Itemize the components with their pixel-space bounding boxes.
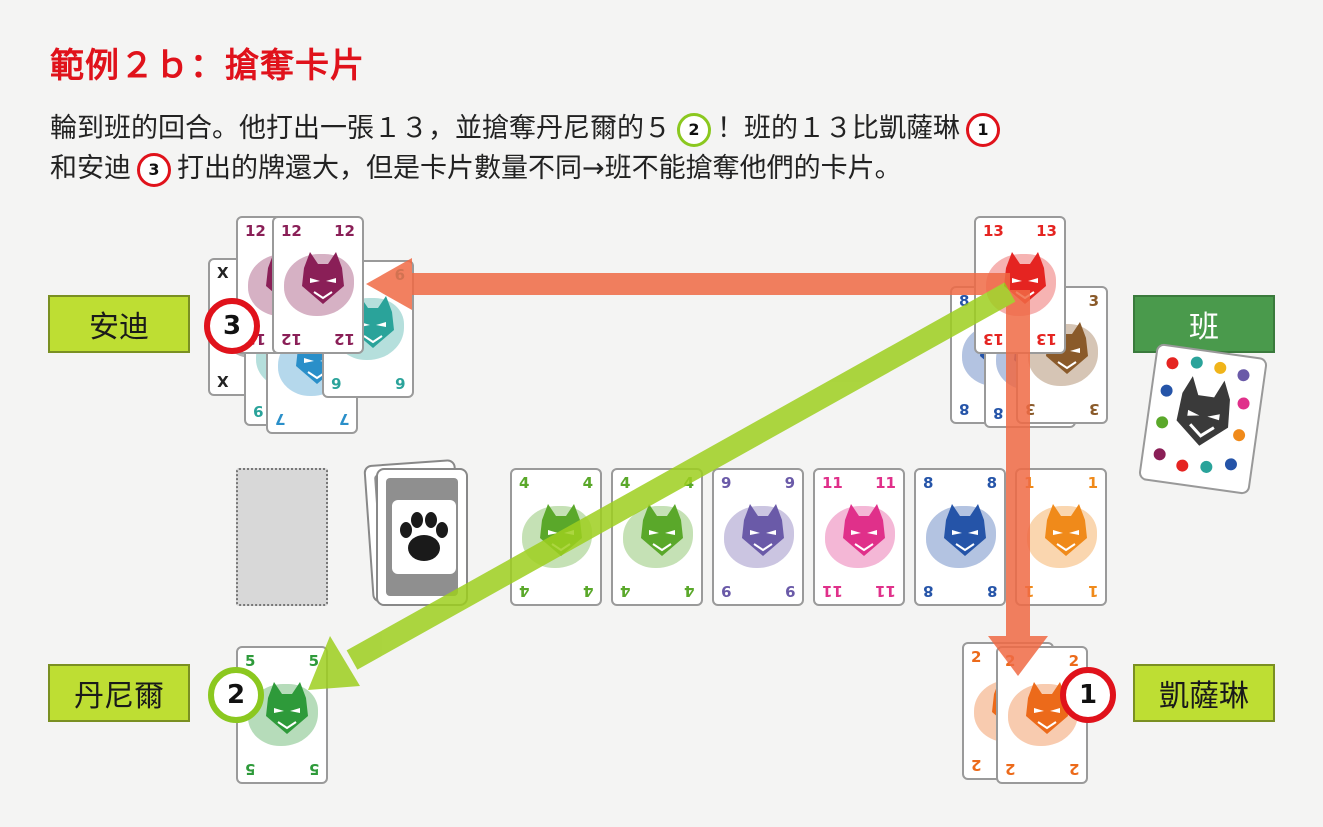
- lynx-rule-card: [1137, 342, 1269, 496]
- card-value-tl: 8: [959, 292, 970, 310]
- card-value-tr: 12: [334, 222, 355, 240]
- card-value-tl: 13: [983, 222, 1004, 240]
- discard-slot[interactable]: [236, 468, 328, 606]
- card-value-tr: 5: [308, 652, 319, 670]
- card-value-tl: 11: [822, 474, 843, 492]
- badge-daniel: 2: [208, 667, 264, 723]
- inline-badge-2: 2: [677, 112, 711, 147]
- badge-katherine: 1: [1060, 667, 1116, 723]
- description-text: ！班的１３比凱薩琳: [717, 113, 960, 144]
- card-value-tl: 8: [923, 474, 934, 492]
- player-label-katherine: 凱薩琳: [1133, 664, 1275, 722]
- draw-pile[interactable]: [376, 468, 468, 606]
- paw-print-icon: [392, 500, 456, 574]
- inline-badge-3: 3: [137, 152, 171, 187]
- page-title: 範例２ｂ：搶奪卡片: [50, 46, 365, 86]
- lynx-face-icon: [266, 682, 308, 734]
- arrow-head-down: [988, 636, 1048, 676]
- arrow-head-diagonal: [308, 636, 360, 690]
- player-label-andy: 安迪: [48, 295, 190, 353]
- inline-badge-1: 1: [966, 112, 1000, 147]
- description-text: 打出的牌還大，但是卡片數量不同→班不能搶奪他們的卡片。: [177, 153, 902, 184]
- card-value-tl: 2: [971, 648, 982, 666]
- badge-andy: 3: [204, 298, 260, 354]
- card-value-tr: 1: [1087, 474, 1098, 492]
- card-value-tl: 4: [519, 474, 530, 492]
- lynx-face-icon: [641, 504, 683, 556]
- lynx-face-icon: [1045, 504, 1087, 556]
- card-value-tr: 11: [875, 474, 896, 492]
- card-value-tl: 4: [620, 474, 631, 492]
- card-value-tl: 5: [245, 652, 256, 670]
- card-value-tr: 4: [582, 474, 593, 492]
- card-value-tl: 9: [721, 474, 732, 492]
- card-value-tl: 12: [245, 222, 266, 240]
- card-value-tl: X: [217, 264, 229, 282]
- player-label-daniel: 丹尼爾: [48, 664, 190, 722]
- card-value-tr: 2: [1068, 652, 1079, 670]
- card-value-tr: 8: [986, 474, 997, 492]
- player-label-ben: 班: [1133, 295, 1275, 353]
- lynx-face-icon: [843, 504, 885, 556]
- card-value-tr: 13: [1036, 222, 1057, 240]
- arrow-head-left: [366, 258, 412, 310]
- arrow-ben-to-daniel: [346, 282, 1016, 670]
- description-text: 和安迪: [50, 153, 131, 184]
- lynx-face-icon: [742, 504, 784, 556]
- lynx-face-icon: [302, 252, 344, 304]
- description-text: 輪到班的回合。他打出一張１３，並搶奪丹尼爾的５: [50, 113, 671, 144]
- card-value-tl: 12: [281, 222, 302, 240]
- card-value-tr: 3: [1088, 292, 1099, 310]
- lynx-face-icon: [1026, 682, 1068, 734]
- card-value-tr: 9: [784, 474, 795, 492]
- lynx-face-icon: [944, 504, 986, 556]
- lynx-colored-paws-icon: [1153, 356, 1250, 473]
